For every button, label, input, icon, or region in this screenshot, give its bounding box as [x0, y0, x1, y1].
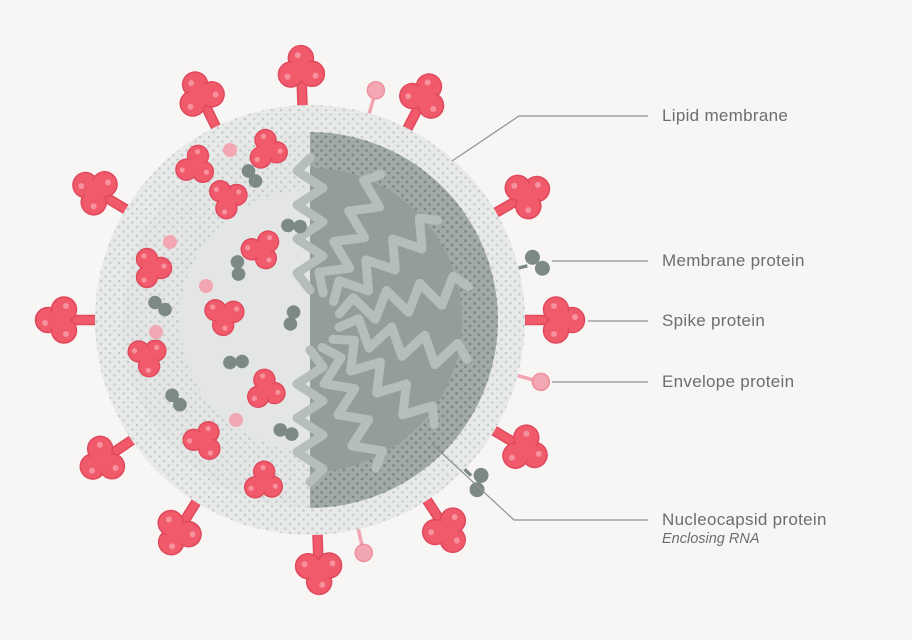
label-spike-protein: Spike protein: [662, 311, 766, 330]
leader-nucleocapsid-protein: [431, 443, 648, 521]
label-lipid-membrane: Lipid membrane: [662, 106, 789, 125]
leader-lipid-membrane: [451, 115, 648, 162]
label-envelope-protein: Envelope protein: [662, 372, 795, 391]
leader-lines: [431, 115, 648, 521]
envelope-dot-icon: [229, 413, 243, 427]
label-membrane-protein: Membrane protein: [662, 251, 805, 270]
interior-envelope-proteins: [149, 143, 243, 427]
envelope-dot-icon: [223, 143, 237, 157]
envelope-dot-icon: [163, 235, 177, 249]
label-nucleocapsid-protein: Nucleocapsid protein: [662, 510, 827, 529]
envelope-dot-icon: [149, 325, 163, 339]
label-nucleocapsid-note: Enclosing RNA: [662, 531, 760, 547]
envelope-dot-icon: [199, 279, 213, 293]
left-dotted-crescent: [122, 132, 310, 508]
